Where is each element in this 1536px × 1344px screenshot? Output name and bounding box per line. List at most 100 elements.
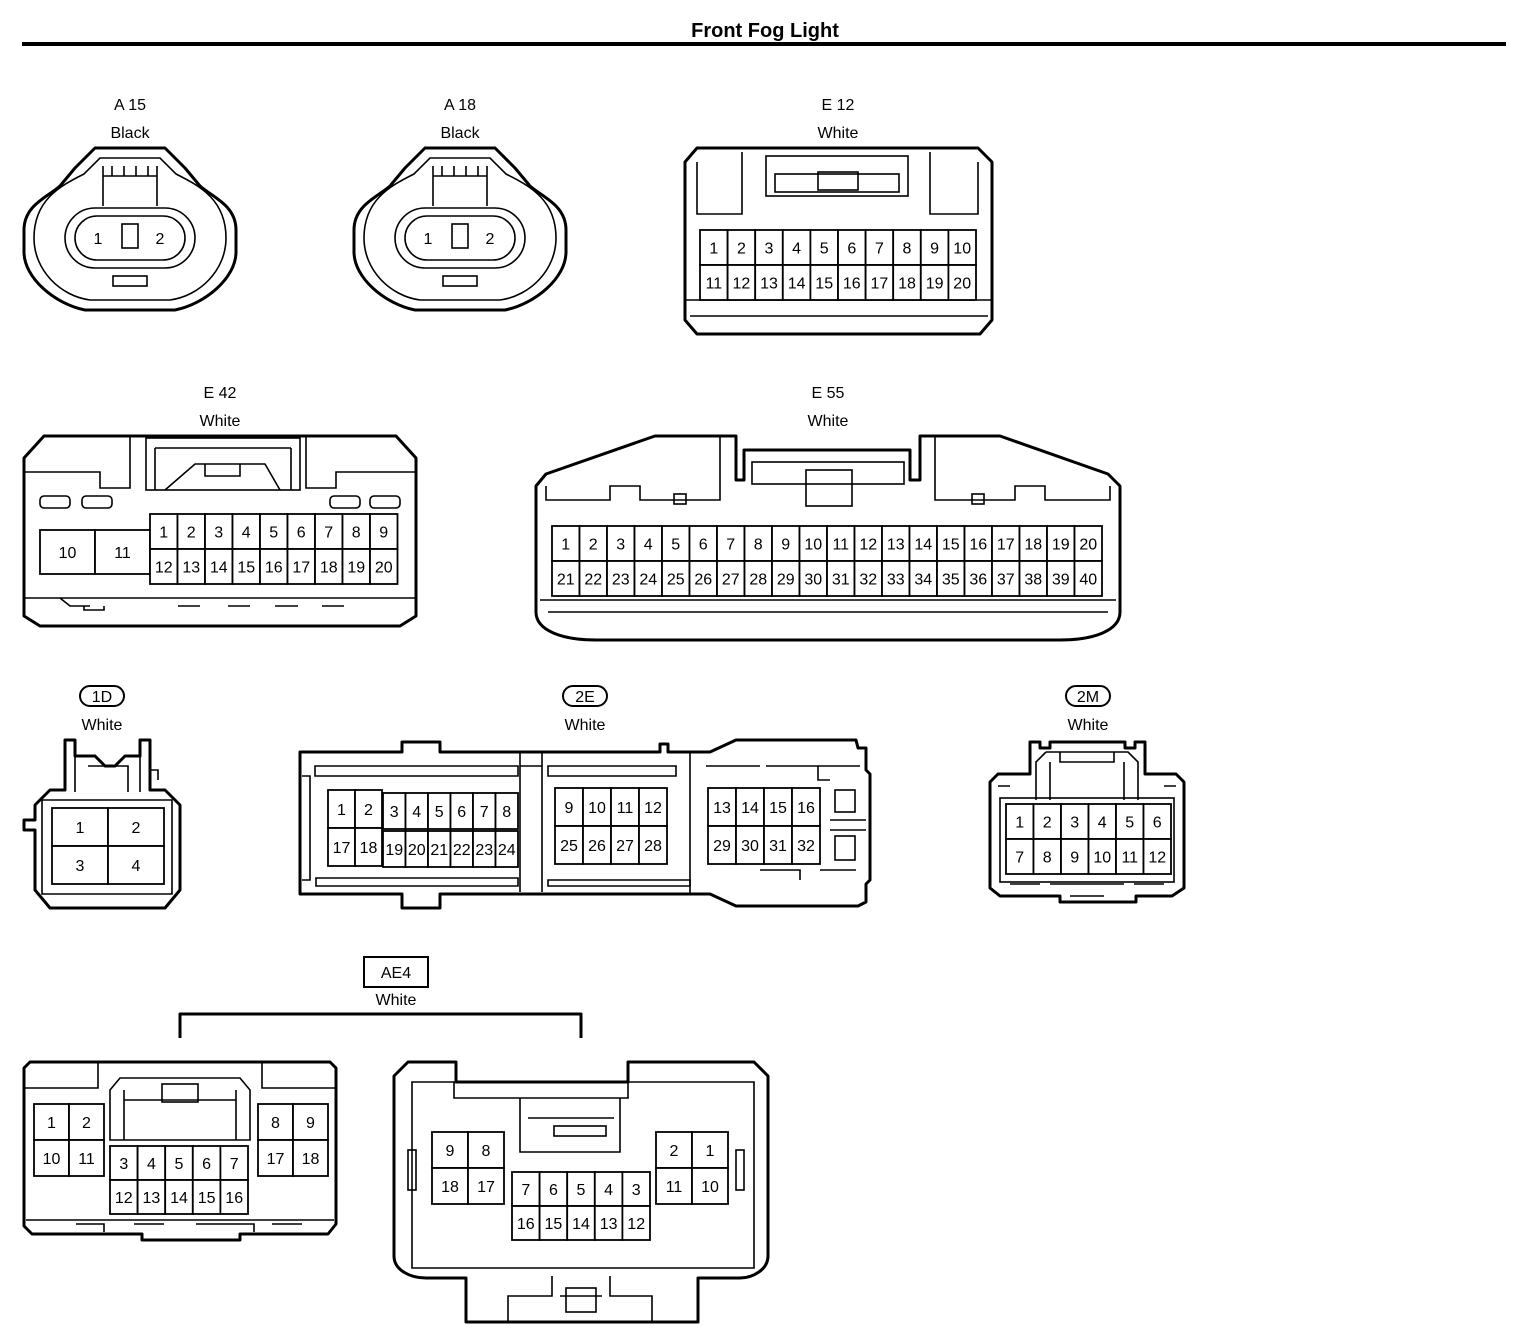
a18-housing (352, 146, 568, 312)
c2e-pin-4: 4 (412, 804, 421, 821)
e55-pin-32-cell (853, 560, 883, 597)
c2m-pin-12: 12 (1148, 850, 1166, 867)
c2m-pin-8-cell (1032, 838, 1062, 875)
e42-pin-17: 17 (292, 560, 310, 577)
e12-pin-20: 20 (953, 276, 971, 293)
ae4-left-pin-18-cell (292, 1139, 329, 1177)
e12-pin-15: 15 (815, 276, 833, 293)
c2e-pin-27: 27 (616, 838, 634, 855)
e42-pin-17-cell (286, 548, 316, 585)
ae4-right-pin-2-cell (655, 1131, 693, 1169)
e42-pin-14: 14 (210, 560, 228, 577)
e12-pin-6: 6 (847, 241, 856, 258)
e55-pin-13: 13 (887, 537, 905, 554)
c2e-pin-15-cell (763, 787, 793, 827)
ae4-right-pin-11-cell (655, 1167, 693, 1205)
e55-pin-8: 8 (754, 537, 763, 554)
a15-code: A 15 (114, 97, 146, 114)
e12-pin-10: 10 (953, 241, 971, 258)
c2e-pin-17-cell (327, 827, 356, 867)
c2m-color: White (1068, 717, 1109, 734)
ae4-left-pin-4-cell (136, 1145, 167, 1181)
e55-pin-32: 32 (859, 572, 877, 589)
c2e-pin-14: 14 (741, 800, 759, 817)
c2m-pin-5: 5 (1125, 815, 1134, 832)
e42-pin-9: 9 (379, 525, 388, 542)
e55-pin-12: 12 (859, 537, 877, 554)
ae4-left-pin-17: 17 (267, 1151, 285, 1168)
e55-pin-1-cell (551, 525, 581, 562)
ae4-right-pin-17: 17 (477, 1179, 495, 1196)
e42-pin-11: 11 (114, 545, 131, 562)
e55-code: E 55 (812, 385, 845, 402)
e55-pin-27: 27 (722, 572, 740, 589)
e12-pin-5: 5 (820, 241, 829, 258)
e12-pin-1: 1 (709, 241, 718, 258)
e12-pin-18-cell (892, 264, 922, 301)
e55-pin-2: 2 (589, 537, 598, 554)
c2m-pin-4: 4 (1098, 815, 1107, 832)
c2m-pin-11: 11 (1121, 850, 1138, 867)
e55-pin-10: 10 (804, 537, 822, 554)
e55-pin-29-cell (771, 560, 801, 597)
ae4-code-box (363, 956, 429, 988)
e55-housing (534, 434, 1122, 642)
ae4-right-pin-12: 12 (627, 1216, 645, 1233)
e55-pin-15-cell (936, 525, 966, 562)
c2e-code-badge (562, 685, 608, 707)
e55-pin-23: 23 (612, 572, 630, 589)
ae4-right-pin-2: 2 (670, 1143, 679, 1160)
c2m-housing (988, 740, 1186, 904)
a18-pin-2: 2 (486, 231, 495, 248)
ae4-left-pin-11-cell (68, 1139, 105, 1177)
c1d-color: White (82, 717, 123, 734)
ae4-left-pin-16-cell (219, 1179, 249, 1215)
e42-pin-6: 6 (297, 525, 306, 542)
e55-pin-24: 24 (639, 572, 657, 589)
e12-pin-13: 13 (760, 276, 778, 293)
e55-color: White (808, 413, 849, 430)
e12-code: E 12 (822, 97, 855, 114)
e42-pin-14-cell (204, 548, 234, 585)
ae4-left-pin-12-cell (109, 1179, 139, 1215)
e42-pin-10: 10 (59, 545, 77, 562)
e12-pin-19: 19 (926, 276, 944, 293)
e12-pin-2: 2 (737, 241, 746, 258)
c2e-pin-30-cell (735, 825, 765, 865)
e55-pin-21-cell (551, 560, 581, 597)
ae4-left-pin-10-cell (33, 1139, 70, 1177)
c2e-pin-18-cell (354, 827, 383, 867)
ae4-left-pin-18: 18 (302, 1151, 320, 1168)
e12-pin-16: 16 (843, 276, 861, 293)
e55-pin-30-cell (798, 560, 828, 597)
c2m-pin-3: 3 (1070, 815, 1079, 832)
ae4-right-pin-11: 11 (666, 1179, 683, 1196)
c2e-pin-19: 19 (385, 842, 403, 859)
c2e-pin-24-cell (494, 830, 519, 868)
e42-pin-20: 20 (375, 560, 393, 577)
c1d-code: 1D (92, 689, 112, 706)
e42-housing (22, 434, 418, 628)
c2m-pin-5-cell (1115, 803, 1145, 840)
c2e-pin-29-cell (707, 825, 737, 865)
e42-code: E 42 (204, 385, 237, 402)
c2e-pin-25: 25 (560, 838, 578, 855)
c2e-pin-11: 11 (617, 800, 634, 817)
e42-pin-1: 1 (159, 525, 168, 542)
e55-pin-1: 1 (561, 537, 570, 554)
c2e-pin-27-cell (610, 825, 640, 865)
ae4-right-pin-3: 3 (632, 1182, 641, 1199)
c2e-pin-2-cell (354, 789, 383, 829)
e55-pin-29: 29 (777, 572, 795, 589)
e55-pin-37: 37 (997, 572, 1015, 589)
ae4-left-pin-13: 13 (143, 1190, 161, 1207)
e55-pin-35-cell (936, 560, 966, 597)
c1d-pin-4: 4 (132, 858, 141, 875)
c1d-code-badge (79, 685, 125, 707)
ae4-right-pin-5-cell (566, 1171, 596, 1207)
ae4-left-pin-9-cell (292, 1103, 329, 1141)
e55-pin-36-cell (963, 560, 993, 597)
e55-pin-34: 34 (914, 572, 932, 589)
ae4-left-pin-9: 9 (306, 1115, 315, 1132)
e42-pin-8-cell (341, 513, 371, 550)
